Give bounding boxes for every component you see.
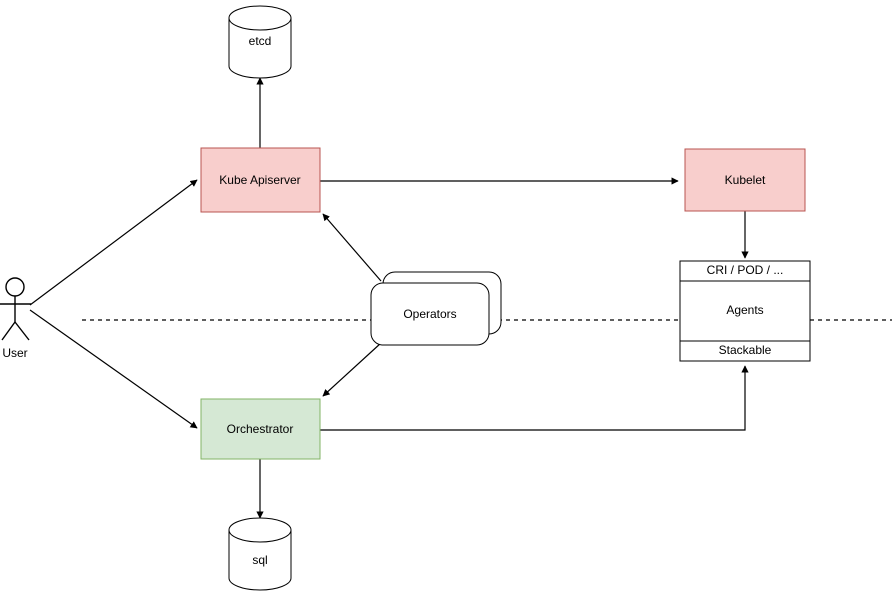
edge-orchestrator-to-stackable bbox=[320, 365, 749, 431]
node-agents-middle-label: Agents bbox=[726, 303, 763, 317]
node-sql-label: sql bbox=[252, 553, 267, 567]
actor-user[interactable]: User bbox=[0, 277, 31, 360]
user-leg-left bbox=[1, 321, 16, 341]
node-agents-stackable-label: Stackable bbox=[719, 343, 772, 357]
user-leg-right bbox=[14, 321, 30, 341]
node-kube-apiserver[interactable]: Kube Apiserver bbox=[200, 147, 321, 213]
edge-user-to-kube-apiserver bbox=[29, 179, 198, 306]
edge-operators-to-kube-apiserver bbox=[322, 213, 382, 282]
node-agents-stack[interactable]: CRI / POD / ... Agents Stackable bbox=[679, 260, 811, 362]
node-agents-cri-label: CRI / POD / ... bbox=[707, 263, 784, 277]
node-operators-front-card bbox=[370, 282, 490, 346]
node-etcd[interactable]: etcd bbox=[228, 5, 292, 79]
node-kubelet[interactable]: Kubelet bbox=[684, 148, 806, 212]
node-orchestrator-label: Orchestrator bbox=[227, 422, 294, 436]
node-orchestrator[interactable]: Orchestrator bbox=[200, 398, 321, 460]
node-kube-apiserver-label: Kube Apiserver bbox=[219, 173, 300, 187]
actor-user-label: User bbox=[2, 346, 27, 360]
node-sql[interactable]: sql bbox=[228, 517, 292, 591]
node-kubelet-label: Kubelet bbox=[725, 173, 766, 187]
user-head-icon bbox=[5, 277, 25, 297]
node-operators[interactable]: Operators bbox=[370, 271, 502, 346]
node-etcd-label: etcd bbox=[249, 34, 272, 48]
node-operators-label: Operators bbox=[403, 307, 456, 321]
edge-user-to-orchestrator bbox=[29, 309, 198, 429]
edge-operators-to-orchestrator bbox=[322, 342, 382, 397]
